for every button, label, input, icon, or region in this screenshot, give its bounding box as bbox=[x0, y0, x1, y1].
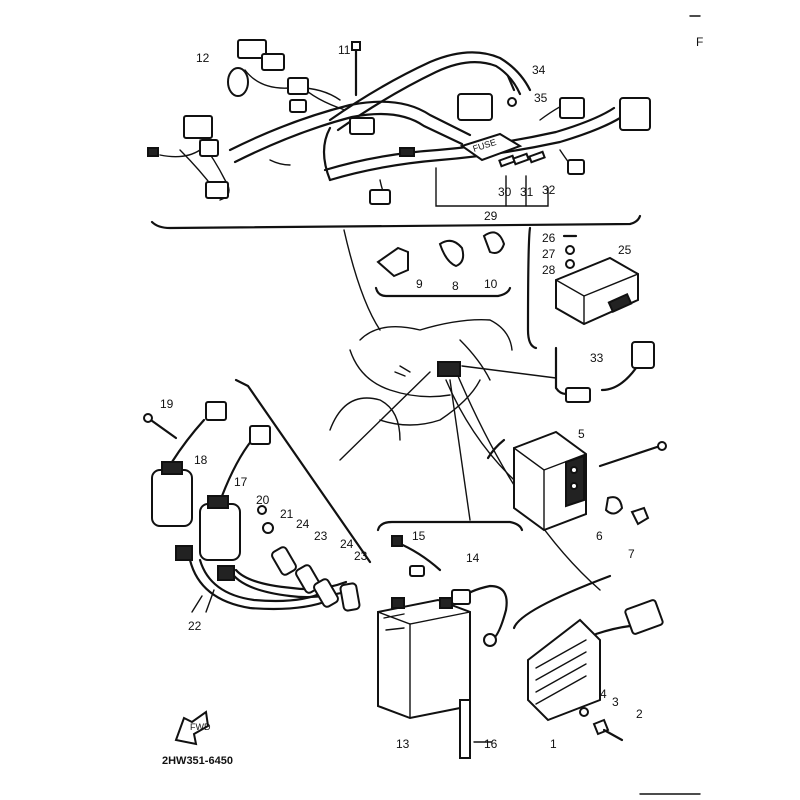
front-arrow-label: FWD bbox=[190, 722, 211, 732]
callout-11: 11 bbox=[338, 43, 351, 57]
callout-7: 7 bbox=[628, 547, 635, 561]
callout-5: 5 bbox=[578, 427, 585, 441]
callout-22: 22 bbox=[188, 619, 202, 633]
callout-27: 27 bbox=[542, 247, 556, 261]
callout-17: 17 bbox=[234, 475, 248, 489]
callout-23a: 23 bbox=[314, 529, 328, 543]
callout-8: 8 bbox=[452, 279, 459, 293]
callout-31: 31 bbox=[520, 185, 534, 199]
callout-4: 4 bbox=[600, 687, 607, 701]
regulator-group bbox=[512, 574, 664, 742]
callout-6: 6 bbox=[596, 529, 603, 543]
callout-23b: 23 bbox=[354, 549, 368, 563]
callout-14: 14 bbox=[466, 551, 480, 565]
callout-19: 19 bbox=[160, 397, 174, 411]
callout-12: 12 bbox=[196, 51, 210, 65]
callout-9: 9 bbox=[416, 277, 423, 291]
mount-parts-group bbox=[374, 231, 512, 298]
diagram-reference-code: 2HW351-6450 bbox=[162, 755, 233, 767]
callout-21: 21 bbox=[280, 507, 294, 521]
callout-16: 16 bbox=[484, 737, 498, 751]
callout-13: 13 bbox=[396, 737, 410, 751]
callout-20: 20 bbox=[256, 493, 270, 507]
callout-35: 35 bbox=[534, 91, 548, 105]
front-arrow-icon: FWD bbox=[174, 710, 211, 746]
ignition-coil-group bbox=[143, 378, 372, 613]
corner-mark: F bbox=[696, 35, 703, 49]
callout-18: 18 bbox=[194, 453, 208, 467]
callout-10: 10 bbox=[484, 277, 498, 291]
callout-24a: 24 bbox=[296, 517, 310, 531]
wire-harness-group: FUSE bbox=[147, 39, 651, 230]
callout-34: 34 bbox=[532, 63, 546, 77]
callout-1: 1 bbox=[550, 737, 557, 751]
callout-2: 2 bbox=[636, 707, 643, 721]
callout-33: 33 bbox=[590, 351, 604, 365]
callout-25: 25 bbox=[618, 243, 632, 257]
callout-15: 15 bbox=[412, 529, 426, 543]
callout-labels: 1 2 3 4 5 6 7 8 9 10 11 12 13 14 15 16 1… bbox=[160, 43, 643, 751]
callout-30: 30 bbox=[498, 185, 512, 199]
rectifier-group bbox=[486, 341, 667, 532]
callout-28: 28 bbox=[542, 263, 556, 277]
callout-32: 32 bbox=[542, 183, 556, 197]
ecu-unit bbox=[526, 226, 639, 350]
callout-24b: 24 bbox=[340, 537, 354, 551]
callout-29: 29 bbox=[484, 209, 498, 223]
battery-group bbox=[376, 520, 524, 759]
callout-26: 26 bbox=[542, 231, 556, 245]
callout-3: 3 bbox=[612, 695, 619, 709]
